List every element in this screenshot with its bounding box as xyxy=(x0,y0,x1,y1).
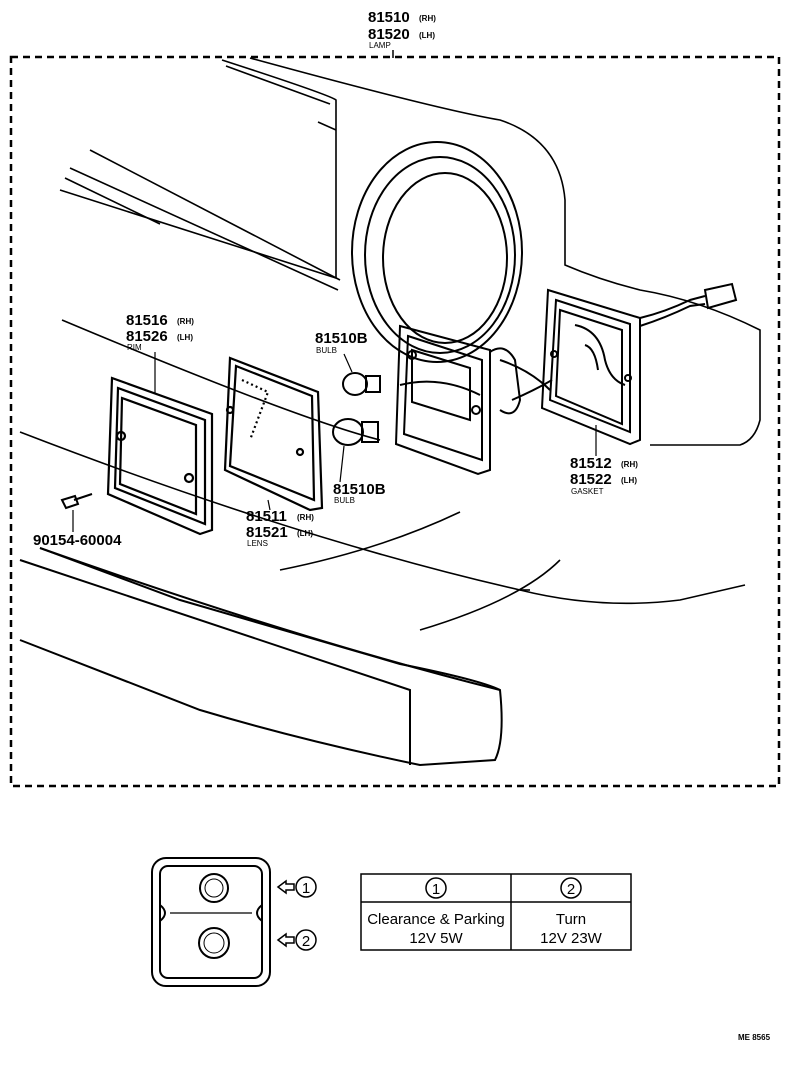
lens xyxy=(223,356,324,512)
gasket-sfx-rh: (RH) xyxy=(621,460,638,469)
lamp-face-figure xyxy=(151,857,271,987)
gasket-caption: GASKET xyxy=(571,487,604,496)
gasket-pn-rh: 81512 xyxy=(570,455,612,472)
bulb-bottom xyxy=(332,418,379,446)
lens-pn-lh: 81521 xyxy=(246,524,288,541)
lamp-housing xyxy=(394,324,553,476)
lower-lamp-circle xyxy=(198,927,230,959)
table-col2-line1: Turn xyxy=(556,911,586,928)
marker-2: 2 xyxy=(276,929,317,951)
table-col1-line2: 12V 5W xyxy=(409,930,463,947)
label-lamp: 81510 (RH) 81520 (LH) LAMP xyxy=(368,9,436,50)
lamp-pn-lh: 81520 xyxy=(368,26,410,43)
arrow-left-icon xyxy=(276,932,295,948)
gasket-sfx-lh: (LH) xyxy=(621,476,637,485)
rim-sfx-lh: (LH) xyxy=(177,333,193,342)
bulb-spec-table: 1 2 Clearance & Parking 12V 5W Turn 12V … xyxy=(360,873,632,951)
gasket-pn-lh: 81522 xyxy=(570,471,612,488)
screw xyxy=(60,493,93,532)
lens-caption: LENS xyxy=(247,539,268,548)
table-head-1: 1 xyxy=(432,881,440,898)
bumper xyxy=(19,547,503,767)
rim xyxy=(106,376,214,536)
bulb-bottom-pn: 81510B xyxy=(333,481,386,498)
arrow-left-icon xyxy=(276,879,295,895)
bulb-top-caption: BULB xyxy=(316,346,337,355)
label-bulb-bottom: 81510B BULB xyxy=(333,481,386,505)
vehicle-body xyxy=(19,57,761,631)
drawing-code: ME 8565 xyxy=(738,1033,771,1042)
label-lens: 81511 (RH) 81521 (LH) LENS xyxy=(246,508,314,548)
upper-lamp-circle xyxy=(199,873,229,903)
lamp-sfx-rh: (RH) xyxy=(419,14,436,23)
table-head-2: 2 xyxy=(567,881,575,898)
table-col2-line2: 12V 23W xyxy=(540,930,603,947)
marker-1-label: 1 xyxy=(302,880,310,897)
label-gasket: 81512 (RH) 81522 (LH) GASKET xyxy=(570,455,638,496)
lens-sfx-rh: (RH) xyxy=(297,513,314,522)
lens-pn-rh: 81511 xyxy=(246,508,287,525)
marker-2-label: 2 xyxy=(302,933,310,950)
bulb-bottom-caption: BULB xyxy=(334,496,355,505)
bulb-top xyxy=(342,372,381,396)
rim-sfx-rh: (RH) xyxy=(177,317,194,326)
lamp-sfx-lh: (LH) xyxy=(419,31,435,40)
lens-sfx-lh: (LH) xyxy=(297,529,313,538)
lamp-caption: LAMP xyxy=(369,41,391,50)
leader-lines xyxy=(154,352,597,511)
bulb-top-pn: 81510B xyxy=(315,330,368,347)
marker-1: 1 xyxy=(276,876,317,898)
gasket xyxy=(540,288,641,446)
label-rim: 81516 (RH) 81526 (LH) RIM xyxy=(126,312,194,352)
lamp-bezel xyxy=(351,141,523,363)
rim-caption: RIM xyxy=(127,343,142,352)
lamp-pn-rh: 81510 xyxy=(368,9,410,26)
table-col1-line1: Clearance & Parking xyxy=(367,911,505,928)
rim-pn-rh: 81516 xyxy=(126,312,168,329)
wire-harness xyxy=(639,282,738,327)
screw-pn: 90154-60004 xyxy=(33,532,122,549)
rim-pn-lh: 81526 xyxy=(126,328,168,345)
assembly-boundary xyxy=(9,55,781,788)
label-bulb-top: 81510B BULB xyxy=(315,330,368,355)
